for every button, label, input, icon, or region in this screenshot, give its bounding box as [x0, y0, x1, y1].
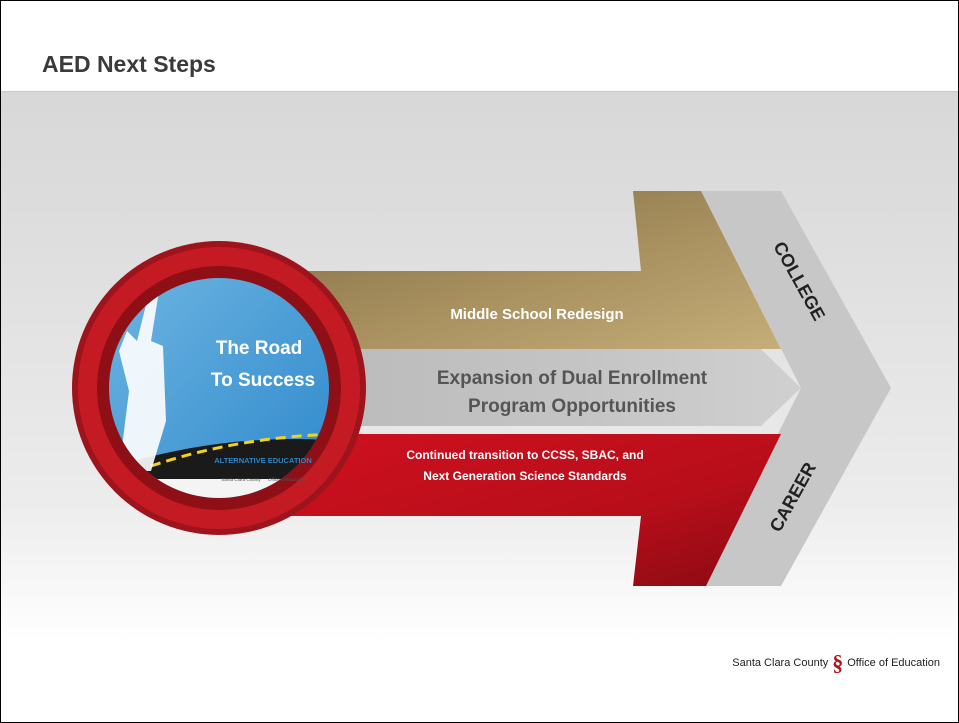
footer-left: Santa Clara County: [732, 657, 829, 669]
badge-line2: To Success: [211, 370, 315, 391]
bottom-arrow-label-line1: Continued transition to CCSS, SBAC, and: [406, 448, 643, 462]
road-to-success-badge: The Road To Success ALTERNATIVE EDUCATIO…: [72, 241, 366, 535]
badge-line1: The Road: [216, 338, 303, 359]
bottom-arrow: [261, 434, 781, 586]
college-career-chevron: [701, 191, 891, 586]
top-arrow-label: Middle School Redesign: [450, 306, 623, 323]
top-arrow: [261, 191, 781, 349]
middle-arrow-label-line2: Program Opportunities: [468, 396, 676, 417]
middle-arrow: [241, 349, 801, 426]
title-bar: AED Next Steps: [1, 1, 958, 92]
torch-logo-icon: §: [832, 650, 844, 675]
bottom-arrow-label-line2: Next Generation Science Standards: [423, 469, 627, 483]
page-title: AED Next Steps: [42, 51, 216, 77]
badge-program: ALTERNATIVE EDUCATION: [214, 456, 312, 465]
footer-right: Office of Education: [847, 657, 940, 669]
middle-arrow-label-line1: Expansion of Dual Enrollment: [437, 368, 708, 389]
badge-sub: Santa Clara County: [221, 477, 261, 482]
person-silhouette-icon: [119, 291, 166, 471]
footer-logo: Santa Clara County § Office of Education: [732, 650, 940, 675]
badge-sub2: Office of Education: [268, 477, 306, 482]
